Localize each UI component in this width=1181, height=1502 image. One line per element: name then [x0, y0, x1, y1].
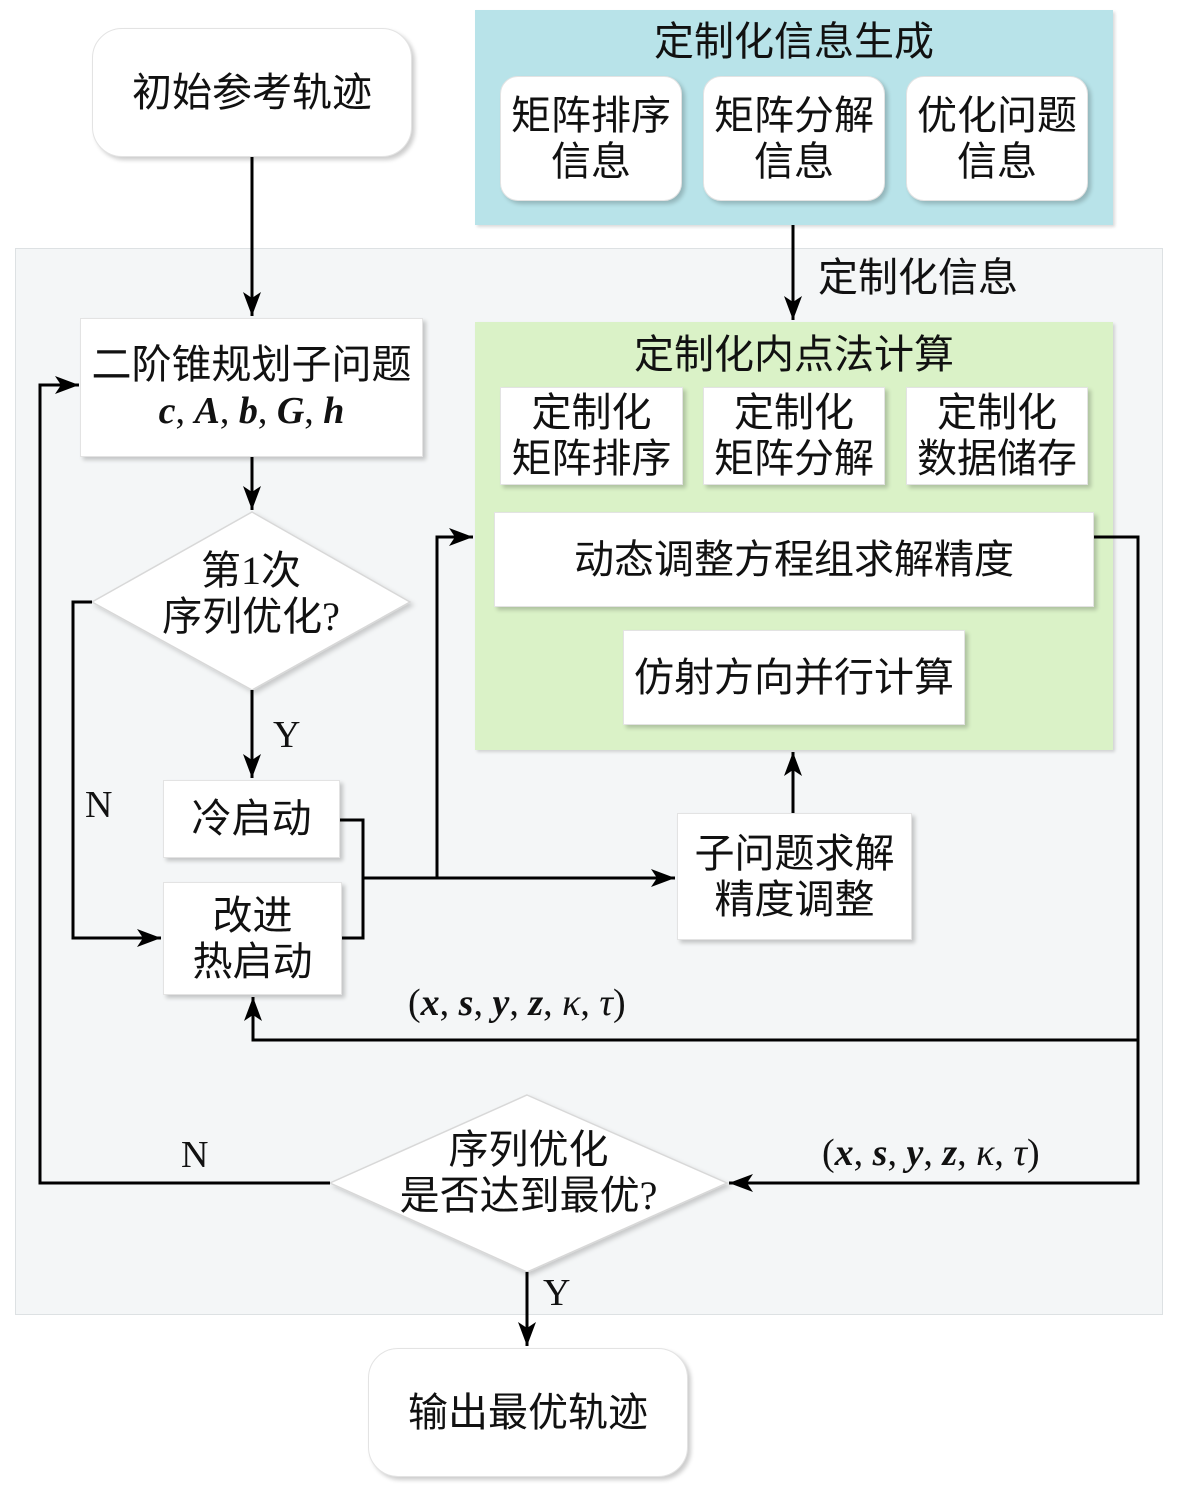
info-item-matrix-factorization: 矩阵分解 信息 [703, 76, 885, 201]
info-item-matrix-ordering: 矩阵排序 信息 [500, 76, 682, 201]
ipm-module-line1: 定制化 [937, 390, 1057, 435]
precision-adjust-line2: 精度调整 [714, 876, 875, 922]
decision-first-line1: 第1次 [201, 548, 301, 593]
decision-optimal-line1: 序列优化 [448, 1127, 609, 1172]
ipm-module-line1: 定制化 [531, 390, 652, 435]
info-item-line2: 信息 [551, 138, 631, 184]
decision-optimal-text: 序列优化 是否达到最优? [330, 1127, 727, 1219]
ipm-module-line2: 矩阵排序 [511, 436, 672, 481]
socp-subproblem-box: 二阶锥规划子问题 c, A, b, G, h [80, 318, 423, 457]
end-node: 输出最优轨迹 [368, 1348, 688, 1477]
edge-label-state-to-warm-start: (x, s, y, z, κ, τ) [408, 982, 626, 1024]
info-item-line1: 矩阵排序 [511, 92, 671, 138]
edge-label-first-no: N [85, 784, 113, 826]
start-node: 初始参考轨迹 [92, 28, 412, 157]
edge-label-optimal-no: N [181, 1134, 209, 1176]
info-item-line2: 信息 [754, 138, 834, 184]
warm-start-box: 改进 热启动 [163, 882, 342, 995]
ipm-module-line2: 矩阵分解 [714, 436, 874, 481]
ipm-precision-adjust-box: 动态调整方程组求解精度 [494, 512, 1094, 607]
ipm-module-matrix-ordering: 定制化 矩阵排序 [500, 387, 683, 485]
end-label: 输出最优轨迹 [408, 1389, 648, 1435]
info-item-optimization-problem: 优化问题 信息 [906, 76, 1088, 201]
edge-label-first-yes: Y [273, 714, 301, 756]
ipm-precision-label: 动态调整方程组求解精度 [574, 536, 1014, 582]
decision-optimal-line2: 是否达到最优? [399, 1173, 658, 1218]
ipm-module-matrix-factorization: 定制化 矩阵分解 [703, 387, 885, 485]
ipm-module-line2: 数据储存 [917, 436, 1077, 481]
start-label: 初始参考轨迹 [132, 69, 372, 115]
edge-label-custom-info: 定制化信息 [818, 255, 1018, 300]
socp-parameters: c, A, b, G, h [158, 389, 345, 432]
socp-title: 二阶锥规划子问题 [91, 341, 412, 387]
warm-start-line2: 热启动 [192, 938, 313, 984]
edge-label-optimal-yes: Y [543, 1272, 571, 1314]
ipm-affine-parallel-box: 仿射方向并行计算 [623, 630, 965, 725]
info-item-line1: 矩阵分解 [714, 92, 874, 138]
info-item-line2: 信息 [957, 138, 1037, 184]
ipm-affine-label: 仿射方向并行计算 [634, 654, 954, 700]
decision-first-line2: 序列优化? [162, 594, 340, 639]
info-item-line1: 优化问题 [917, 92, 1077, 138]
ipm-title: 定制化内点法计算 [634, 332, 954, 377]
info-generation-title: 定制化信息生成 [654, 19, 934, 64]
decision-first-text: 第1次 序列优化? [92, 548, 410, 640]
edge-label-state-to-check: (x, s, y, z, κ, τ) [822, 1132, 1040, 1174]
warm-start-line1: 改进 [212, 892, 293, 938]
ipm-module-line1: 定制化 [734, 390, 854, 435]
cold-start-box: 冷启动 [163, 780, 340, 858]
precision-adjust-box: 子问题求解 精度调整 [677, 813, 912, 940]
ipm-module-data-storage: 定制化 数据储存 [906, 387, 1088, 485]
precision-adjust-line1: 子问题求解 [694, 830, 895, 876]
cold-start-label: 冷启动 [191, 796, 312, 841]
